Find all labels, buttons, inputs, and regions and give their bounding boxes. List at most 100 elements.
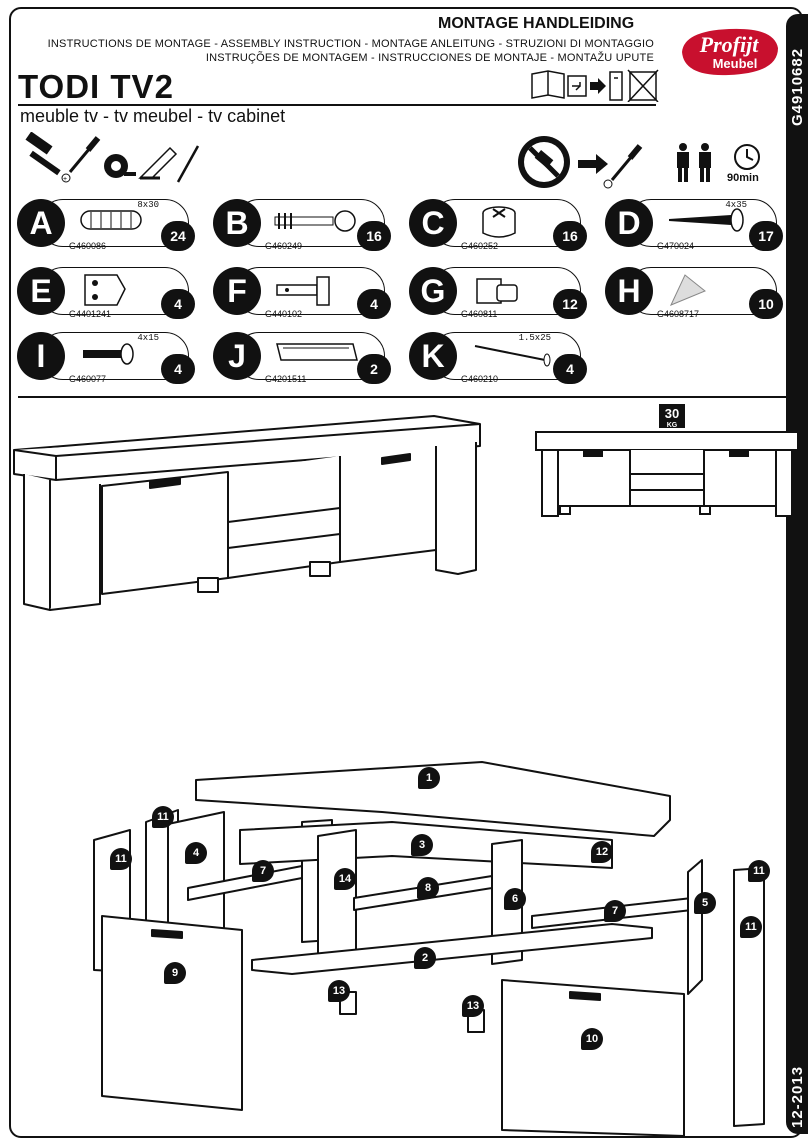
two-persons-icon [677, 143, 711, 182]
part-f: F G440102 4 [213, 265, 391, 319]
callout-7: 7 [604, 900, 626, 922]
part-quantity: 4 [357, 289, 391, 319]
callout-number: 11 [115, 853, 127, 865]
bracket-icon [670, 274, 706, 306]
callout-number: 7 [611, 905, 619, 917]
load-unit: KG [667, 422, 678, 429]
assembly-time: 90min [727, 172, 759, 184]
part-code: G460210 [461, 374, 499, 384]
part-code: G4608717 [657, 309, 700, 319]
square-ruler-icon [138, 146, 178, 180]
cam-lock-icon [482, 206, 516, 238]
callout-number: 10 [585, 1033, 599, 1045]
hinge-icon [276, 276, 330, 306]
assembled-cabinet-perspective [13, 415, 481, 611]
callout-1: 1 [418, 767, 440, 789]
max-load-badge: 30 KG [659, 404, 685, 429]
page-title: MONTAGE HANDLEIDING [438, 15, 635, 32]
callout-5: 5 [694, 892, 716, 914]
callout-number: 11 [157, 811, 169, 823]
callout-number: 11 [745, 921, 757, 933]
callout-11: 11 [740, 916, 762, 938]
callout-number: 7 [259, 865, 267, 877]
part-code: G460811 [461, 309, 498, 319]
part-code: G440102 [265, 309, 303, 319]
part-size: 8x30 [137, 200, 159, 210]
part-letter: C [409, 199, 457, 247]
assembled-cabinet-front [535, 431, 799, 517]
part-quantity: 4 [161, 289, 195, 319]
part-letter: I [17, 332, 65, 380]
hammer-icon [25, 132, 61, 176]
callout-number: 1 [425, 772, 433, 784]
part-letter: G [409, 267, 457, 315]
part-quantity: 10 [749, 289, 783, 319]
callout-6: 6 [504, 888, 526, 910]
clock-icon [734, 144, 760, 170]
part-g: G G460811 12 [409, 265, 587, 319]
part-letter: A [17, 199, 65, 247]
part-quantity: 4 [161, 354, 195, 384]
callout-number: 4 [192, 847, 200, 859]
hinge-plate-icon [84, 274, 126, 306]
subtitle-line-1: INSTRUCTIONS DE MONTAGE - ASSEMBLY INSTR… [47, 38, 654, 50]
part-size: 1.5x25 [518, 333, 551, 343]
part-quantity: 12 [553, 289, 587, 319]
part-size: 4x35 [725, 200, 747, 210]
product-name: TODI TV2 [18, 68, 174, 105]
part-code: G460249 [265, 241, 303, 251]
callout-number: 8 [424, 882, 432, 894]
part-quantity: 4 [553, 354, 587, 384]
logo-text-main: Profijt [699, 32, 760, 57]
no-power-drill-notice [518, 136, 643, 189]
load-value: 30 [665, 406, 679, 421]
part-code: G470024 [657, 241, 695, 251]
part-quantity: 17 [749, 221, 783, 251]
tape-measure-icon [104, 154, 136, 178]
nail-icon [474, 345, 551, 367]
callout-8: 8 [417, 877, 439, 899]
part-code: G460077 [69, 374, 107, 384]
callout-number: 3 [418, 839, 426, 851]
callout-number: 13 [332, 985, 346, 997]
callout-11: 11 [110, 848, 132, 870]
shelf-pin-icon [476, 278, 518, 304]
part-size: 4x15 [137, 333, 159, 343]
subtitle-line-2: INSTRUÇÕES DE MONTAGEM - INSTRUCCIONES D… [205, 52, 654, 64]
callout-number: 11 [753, 865, 765, 877]
document-code: G4910682 [789, 47, 806, 126]
brand-logo: Profijt Meubel [675, 22, 783, 82]
part-letter: J [213, 332, 261, 380]
required-tools: + [25, 132, 200, 183]
screwdriver-icon: + [61, 136, 101, 183]
part-quantity: 16 [553, 221, 587, 251]
short-screw-icon [83, 343, 134, 365]
handle-icon [276, 343, 358, 361]
top-panel [195, 761, 671, 837]
callout-number: 2 [421, 952, 429, 964]
part-quantity: 16 [357, 221, 391, 251]
callout-13: 13 [328, 980, 350, 1002]
callout-number: 12 [595, 846, 609, 858]
left-door [101, 915, 243, 1111]
part-quantity: 2 [357, 354, 391, 384]
bottom-panel [251, 923, 653, 975]
callout-12: 12 [591, 841, 613, 863]
dowel-icon [80, 210, 142, 230]
callout-11: 11 [748, 860, 770, 882]
section-divider [18, 396, 790, 398]
exploded-assembly-diagram [93, 761, 765, 1137]
svg-text:+: + [63, 176, 67, 183]
part-letter: F [213, 267, 261, 315]
callout-4: 4 [185, 842, 207, 864]
callout-2: 2 [414, 947, 436, 969]
part-letter: E [17, 267, 65, 315]
callout-9: 9 [164, 962, 186, 984]
